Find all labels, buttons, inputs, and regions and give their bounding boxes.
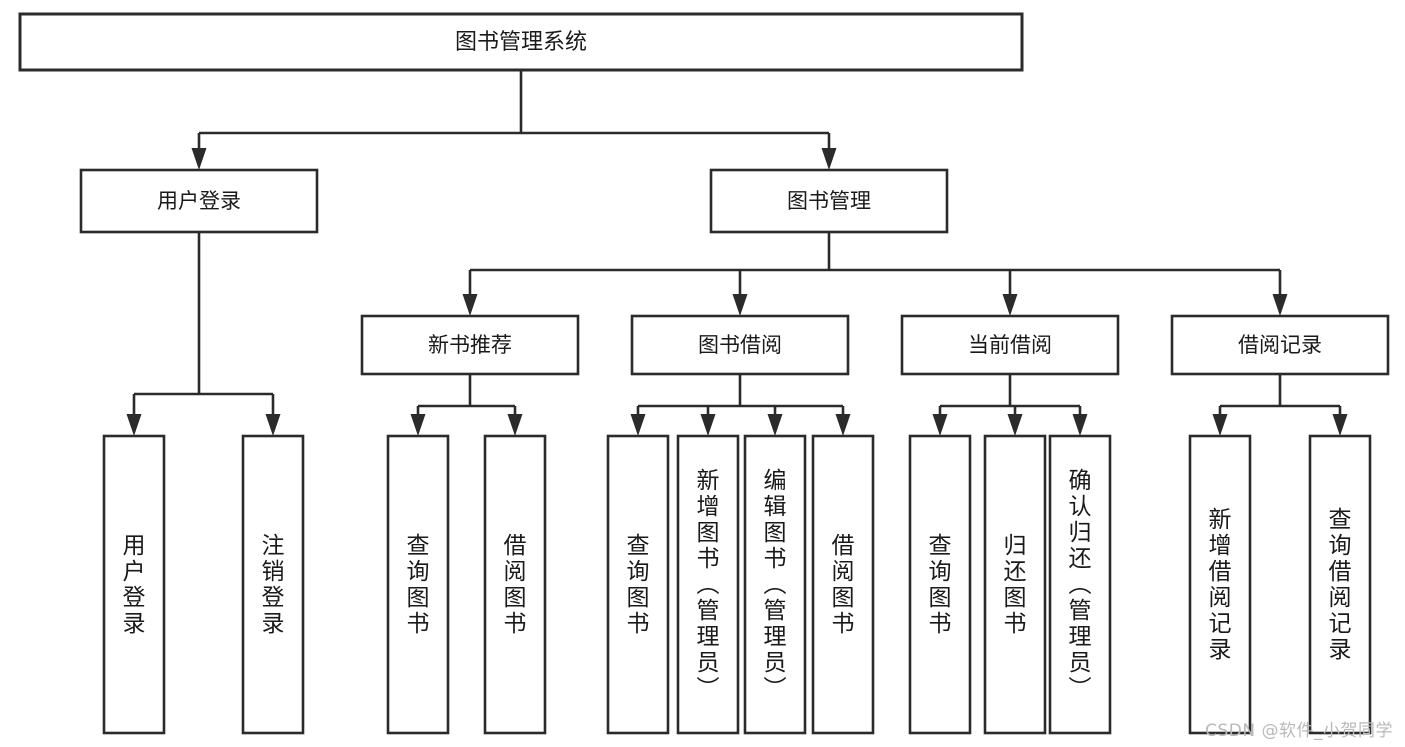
node-l3-book-borrow[interactable]: 图书借阅 bbox=[630, 314, 850, 376]
node-leaf-cb-return[interactable]: 归还图书 bbox=[983, 434, 1047, 735]
node-label-vertical: 新增借阅记录 bbox=[1209, 507, 1232, 663]
node-leaf-bb-query[interactable]: 查询图书 bbox=[606, 434, 670, 735]
node-label-vertical: 编辑图书︵管理员︶ bbox=[764, 468, 787, 702]
arrow-head-icon bbox=[1072, 414, 1088, 436]
node-label-vertical: 归还图书 bbox=[1004, 533, 1027, 637]
edge-group-book-borrow-to-leaves bbox=[630, 374, 851, 436]
node-label: 图书管理 bbox=[787, 189, 871, 213]
edge-group-book-manage-to-level3 bbox=[462, 232, 1288, 316]
node-box[interactable] bbox=[676, 434, 740, 735]
node-box[interactable] bbox=[1308, 434, 1372, 735]
node-box[interactable] bbox=[386, 434, 450, 735]
node-box[interactable] bbox=[900, 314, 1120, 376]
node-label-vertical: 查询图书 bbox=[929, 533, 952, 637]
arrow-head-icon bbox=[410, 414, 426, 436]
connector-edges-layer bbox=[126, 70, 1348, 436]
node-box[interactable] bbox=[1048, 434, 1112, 735]
arrow-head-icon bbox=[835, 414, 851, 436]
arrow-head-icon bbox=[700, 414, 716, 436]
arrow-head-icon bbox=[1002, 294, 1018, 316]
node-label-vertical: 新增图书︵管理员︶ bbox=[697, 468, 720, 702]
node-label: 图书借阅 bbox=[698, 333, 782, 357]
node-l3-records[interactable]: 借阅记录 bbox=[1170, 314, 1390, 376]
arrow-head-icon bbox=[1007, 414, 1023, 436]
node-leaf-rec-query[interactable]: 查询借阅记录 bbox=[1308, 434, 1372, 735]
node-box[interactable] bbox=[983, 434, 1047, 735]
node-label: 新书推荐 bbox=[428, 333, 512, 357]
node-leaf-bb-add[interactable]: 新增图书︵管理员︶ bbox=[676, 434, 740, 735]
node-leaf-rec-add[interactable]: 新增借阅记录 bbox=[1188, 434, 1252, 735]
arrow-head-icon bbox=[191, 148, 207, 170]
node-box[interactable] bbox=[630, 314, 850, 376]
node-label-vertical: 借阅图书 bbox=[832, 533, 855, 637]
node-box[interactable] bbox=[811, 434, 875, 735]
node-label: 图书管理系统 bbox=[455, 30, 587, 55]
node-box[interactable] bbox=[606, 434, 670, 735]
node-box[interactable] bbox=[241, 434, 305, 735]
node-l3-new-book[interactable]: 新书推荐 bbox=[360, 314, 580, 376]
node-leaf-user-logout[interactable]: 注销登录 bbox=[241, 434, 305, 735]
node-leaf-nb-query[interactable]: 查询图书 bbox=[386, 434, 450, 735]
node-box[interactable] bbox=[1170, 314, 1390, 376]
node-label-vertical: 用户登录 bbox=[123, 533, 146, 637]
arrow-head-icon bbox=[265, 414, 281, 436]
node-box[interactable] bbox=[483, 434, 547, 735]
node-leaf-user-login[interactable]: 用户登录 bbox=[102, 434, 166, 735]
node-label-vertical: 借阅图书 bbox=[504, 533, 527, 637]
node-leaf-cb-query[interactable]: 查询图书 bbox=[908, 434, 972, 735]
node-label-vertical: 注销登录 bbox=[262, 533, 285, 637]
node-box[interactable] bbox=[102, 434, 166, 735]
node-box[interactable] bbox=[1188, 434, 1252, 735]
node-label-vertical: 查询图书 bbox=[627, 533, 650, 637]
arrow-head-icon bbox=[1332, 414, 1348, 436]
arrow-head-icon bbox=[932, 414, 948, 436]
edge-group-root-to-level2 bbox=[191, 70, 837, 170]
node-box[interactable] bbox=[908, 434, 972, 735]
node-leaf-cb-confirm[interactable]: 确认归还︵管理员︶ bbox=[1048, 434, 1112, 735]
node-l2-book-manage[interactable]: 图书管理 bbox=[709, 168, 949, 234]
arrow-head-icon bbox=[462, 294, 478, 316]
edge-group-current-borrow-to-leaves bbox=[932, 374, 1088, 436]
node-leaf-nb-borrow[interactable]: 借阅图书 bbox=[483, 434, 547, 735]
node-box[interactable] bbox=[709, 168, 949, 234]
node-box[interactable] bbox=[79, 168, 319, 234]
node-leaf-bb-borrow[interactable]: 借阅图书 bbox=[811, 434, 875, 735]
node-box[interactable] bbox=[360, 314, 580, 376]
edge-group-records-to-leaves bbox=[1212, 374, 1348, 436]
node-label: 当前借阅 bbox=[968, 333, 1052, 357]
node-root[interactable]: 图书管理系统 bbox=[18, 12, 1024, 72]
node-box[interactable] bbox=[743, 434, 807, 735]
node-label: 用户登录 bbox=[157, 189, 241, 213]
arrow-head-icon bbox=[1212, 414, 1228, 436]
node-label-vertical: 查询图书 bbox=[407, 533, 430, 637]
node-box[interactable] bbox=[18, 12, 1024, 72]
edge-group-new-book-to-leaves bbox=[410, 374, 523, 436]
arrow-head-icon bbox=[126, 414, 142, 436]
arrow-head-icon bbox=[821, 148, 837, 170]
node-l3-current[interactable]: 当前借阅 bbox=[900, 314, 1120, 376]
arrow-head-icon bbox=[732, 294, 748, 316]
diagram-nodes-layer: 图书管理系统用户登录图书管理新书推荐图书借阅当前借阅借阅记录用户登录注销登录查询… bbox=[18, 12, 1390, 735]
arrow-head-icon bbox=[630, 414, 646, 436]
node-label-vertical: 确认归还︵管理员︶ bbox=[1069, 468, 1092, 702]
node-l2-user-login[interactable]: 用户登录 bbox=[79, 168, 319, 234]
arrow-head-icon bbox=[767, 414, 783, 436]
arrow-head-icon bbox=[507, 414, 523, 436]
node-label: 借阅记录 bbox=[1238, 333, 1322, 357]
node-leaf-bb-edit[interactable]: 编辑图书︵管理员︶ bbox=[743, 434, 807, 735]
arrow-head-icon bbox=[1272, 294, 1288, 316]
edge-group-user-login-to-leaves bbox=[126, 232, 281, 436]
node-label-vertical: 查询借阅记录 bbox=[1329, 507, 1352, 663]
